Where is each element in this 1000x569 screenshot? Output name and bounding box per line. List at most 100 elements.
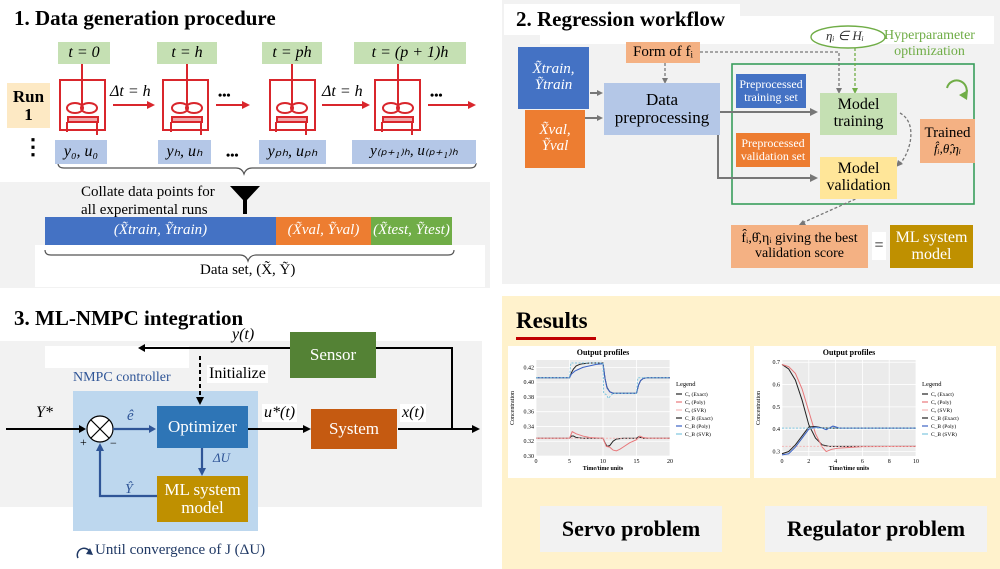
reactor-diagram bbox=[44, 64, 477, 263]
time-label-3: t = (p + 1)h bbox=[354, 42, 466, 64]
legend-entry: C_B (SVR) bbox=[931, 431, 957, 438]
y-tick-label: 0.30 bbox=[524, 454, 535, 460]
y-tick-label: 0.40 bbox=[524, 380, 535, 386]
delta-t-label-1: Δt = h bbox=[110, 83, 151, 100]
legend-entry: C_B (SVR) bbox=[685, 431, 711, 438]
x-tick-label: 8 bbox=[888, 459, 891, 465]
hyper-set-label: ηᵢ ∈ Hᵢ bbox=[826, 28, 864, 43]
y-tick-label: 0.6 bbox=[773, 383, 781, 389]
outputs-brace bbox=[57, 162, 477, 176]
legend-entry: Cₐ (Exact) bbox=[685, 391, 708, 398]
plot-area bbox=[782, 360, 916, 456]
panel-title: 2. Regression workflow bbox=[516, 7, 726, 31]
legend-entry: C_B (Poly) bbox=[931, 423, 956, 430]
output-label-3: y₍ₚ₊₁₎ₕ, u₍ₚ₊₁₎ₕ bbox=[352, 140, 476, 164]
panel-title: 3. ML-NMPC integration bbox=[14, 306, 244, 330]
series-line-5 bbox=[536, 362, 670, 400]
optimizer-box: Optimizer bbox=[157, 406, 248, 448]
equals-sign: = bbox=[872, 232, 886, 260]
legend-entry: Cₐ (SVR) bbox=[931, 407, 952, 414]
x-axis-label: Time/time units bbox=[583, 466, 624, 472]
panel-regression-workflow: 2. Regression workflow X̃train, Ỹtrain X… bbox=[502, 0, 1000, 284]
ellipsis-1: ••• bbox=[218, 88, 231, 102]
initialize-label: Initialize bbox=[207, 365, 268, 383]
panel-title: 1. Data generation procedure bbox=[14, 6, 276, 30]
best-model-box: f̂ᵢ,θ̂,ηᵢ giving the best validation sco… bbox=[731, 225, 868, 268]
time-label-1: t = h bbox=[157, 42, 217, 64]
sensor-box: Sensor bbox=[290, 332, 376, 378]
regulator-problem-label: Regulator problem bbox=[765, 506, 987, 552]
collate-text: Collate data points for all experimental… bbox=[81, 184, 215, 218]
y-hat-label: Ŷ bbox=[125, 482, 133, 497]
run-label: Run 1 bbox=[7, 83, 50, 128]
legend-entry: Cₐ (Exact) bbox=[931, 391, 954, 398]
servo-chart: Output profiles 0 5 10 15 20 0.30 0.32 0.34 0.36 0… bbox=[510, 348, 713, 472]
x-tick-label: 10 bbox=[913, 459, 919, 465]
x-tick-label: 10 bbox=[600, 459, 606, 465]
e-hat-label: ê bbox=[127, 408, 134, 424]
x-tick-label: 5 bbox=[568, 459, 571, 465]
preprocessed-training-set: Preprocessed training set bbox=[736, 74, 806, 108]
legend-entry: C_B (Poly) bbox=[685, 423, 710, 430]
y-tick-label: 0.5 bbox=[773, 405, 781, 411]
funnel-icon bbox=[230, 186, 260, 214]
split-train: (X̃train, Ỹtrain) bbox=[45, 217, 276, 245]
system-box: System bbox=[311, 409, 397, 449]
ellipsis-3: ••• bbox=[226, 148, 239, 162]
ml-system-model-result: ML system model bbox=[890, 225, 973, 268]
nmpc-label-bg bbox=[45, 346, 189, 368]
hyper-set-ellipse bbox=[810, 25, 886, 49]
y-tick-label: 0.34 bbox=[524, 424, 535, 430]
x-tick-label: 20 bbox=[667, 459, 673, 465]
x-tick-label: 2 bbox=[807, 459, 810, 465]
model-validation-box: Model validation bbox=[820, 157, 897, 199]
nmpc-controller-label: NMPC controller bbox=[73, 370, 171, 385]
time-label-2: t = ph bbox=[262, 42, 322, 64]
more-runs-dots: ⋮ bbox=[22, 134, 44, 159]
collate-white-strip bbox=[35, 245, 485, 287]
ml-system-model-box: ML system model bbox=[157, 476, 248, 522]
train-input-box: X̃train, Ỹtrain bbox=[518, 47, 589, 109]
y-tick-label: 0.38 bbox=[524, 395, 535, 401]
series-line-1 bbox=[781, 363, 917, 453]
legend-entry: Cₐ (SVR) bbox=[685, 407, 706, 414]
trained-model-box: Trained f̂ᵢ,θ̂,ηᵢ bbox=[920, 119, 975, 163]
y-tick-label: 0.36 bbox=[524, 410, 535, 416]
chart-title: Output profiles bbox=[823, 348, 876, 357]
dataset-brace bbox=[44, 249, 455, 263]
output-label-2: yₚₕ, uₚₕ bbox=[259, 140, 326, 164]
y-axis-label: Concentration bbox=[756, 391, 762, 425]
panel-data-generation: 1. Data generation procedure Run 1 ⋮ t =… bbox=[0, 0, 490, 290]
u-star-label: u*(t) bbox=[262, 404, 298, 422]
split-test: (X̃test, Ỹtest) bbox=[371, 217, 452, 245]
preprocessed-validation-set: Preprocessed validation set bbox=[736, 133, 810, 167]
x-tick-label: 0 bbox=[535, 459, 538, 465]
model-training-box: Model training bbox=[820, 93, 897, 135]
reactor-icon-2 bbox=[269, 64, 316, 135]
legend-title: Legend bbox=[676, 381, 696, 388]
minus-sign: − bbox=[110, 436, 117, 450]
ellipsis-2: ••• bbox=[430, 88, 443, 102]
plus-sign: + bbox=[80, 435, 87, 449]
form-of-fi: Form of fᵢ bbox=[626, 42, 700, 63]
series-line-0 bbox=[781, 364, 916, 447]
reactor-icon-0 bbox=[59, 64, 106, 135]
dataset-label: Data set, (X̃, Ỹ) bbox=[200, 262, 296, 278]
legend-entry: C_B (Exact) bbox=[931, 415, 959, 422]
output-label-1: yₕ, uₕ bbox=[158, 140, 211, 164]
val-input-box: X̃val, Ỹval bbox=[525, 110, 585, 168]
servo-chart-box: Output profiles 0 5 10 15 20 0.30 0.32 0.34 0.36 0… bbox=[508, 346, 750, 478]
legend-entry: C_B (Exact) bbox=[685, 415, 713, 422]
hyperparameter-optimization-label: Hyperparameter optimization bbox=[884, 28, 975, 59]
series-line-4 bbox=[536, 363, 670, 394]
x-axis-label: Time/time units bbox=[829, 466, 870, 472]
y-tick-label: 0.32 bbox=[524, 439, 535, 445]
chart-title: Output profiles bbox=[577, 348, 630, 357]
delta-t-label-2: Δt = h bbox=[322, 83, 363, 100]
y-tick-label: 0.4 bbox=[773, 427, 781, 433]
y-tick-label: 0.7 bbox=[773, 360, 781, 366]
x-tick-label: 15 bbox=[634, 459, 640, 465]
legend-entry: Cₐ (Poly) bbox=[685, 399, 705, 406]
x-t-label: x(t) bbox=[400, 404, 427, 422]
